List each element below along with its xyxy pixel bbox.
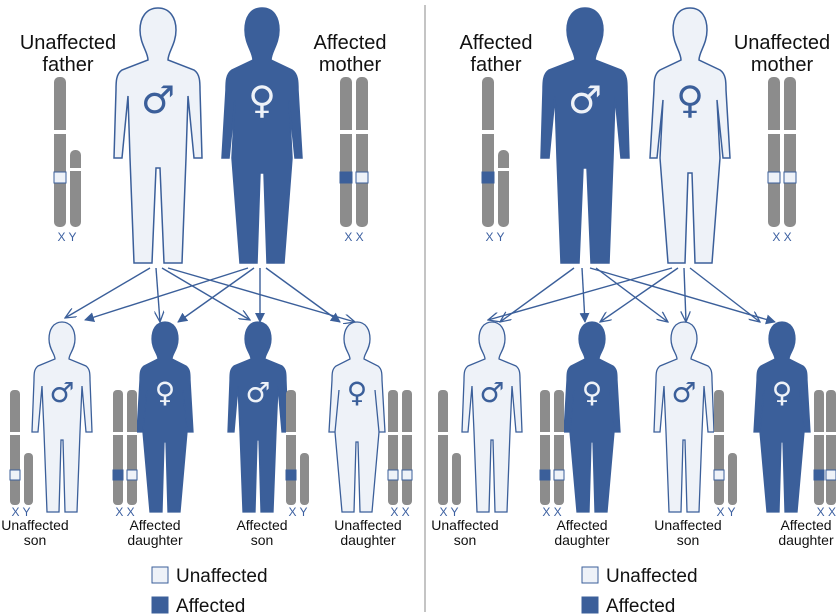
mother-chromosomes: X X <box>768 77 796 244</box>
mother-label-line2: mother <box>319 54 382 76</box>
child3-chrom-label: X Y <box>288 505 307 519</box>
female-icon: ♀ <box>676 78 704 122</box>
mother-arrows <box>85 268 340 322</box>
child1-label-line2: son <box>24 532 47 548</box>
child2-label-line2: daughter <box>554 532 610 548</box>
legend-right: Unaffected Affected <box>582 566 698 615</box>
father-chromosomes: X Y <box>54 77 81 244</box>
father-label-line1: Affected <box>459 32 532 54</box>
male-icon: ♂ <box>671 376 696 409</box>
legend-left: Unaffected Affected <box>152 566 268 615</box>
mother-chromosomes: X X <box>340 77 368 244</box>
father-label-line1: Unaffected <box>20 32 116 54</box>
child1-label-line1: Unaffected <box>431 517 498 533</box>
mother-label-line2: mother <box>751 54 814 76</box>
child2-chromosomes: X X <box>113 390 137 519</box>
child3-label-line2: son <box>677 532 700 548</box>
child-unaffected-son: ♂ <box>32 322 92 512</box>
legend-affected-swatch <box>152 597 168 613</box>
legend-unaffected-swatch <box>152 567 168 583</box>
mother-chrom-label: X X <box>344 230 363 244</box>
child2-chromosomes: X X <box>540 390 564 519</box>
male-icon: ♂ <box>568 78 602 122</box>
child2-label-line1: Affected <box>129 517 180 533</box>
male-icon: ♂ <box>141 78 175 122</box>
mother-figure: ♀ <box>222 8 302 263</box>
male-icon: ♂ <box>245 376 270 409</box>
child2-label-line1: Affected <box>556 517 607 533</box>
mother-label-line1: Unaffected <box>734 32 830 54</box>
father-label-line2: father <box>42 54 93 76</box>
child-affected-daughter: ♀ <box>564 322 620 512</box>
panel-left: Unaffected father Affected mother X Y X … <box>1 8 412 615</box>
father-chromosomes: X Y <box>482 77 509 244</box>
female-icon: ♀ <box>155 376 176 409</box>
female-icon: ♀ <box>582 376 603 409</box>
male-icon: ♂ <box>49 376 74 409</box>
child4-label-line2: daughter <box>340 532 396 548</box>
child1-chromosomes: X Y <box>438 390 461 519</box>
child-unaffected-son: ♂ <box>462 322 522 512</box>
child-affected-son: ♂ <box>228 322 288 512</box>
child4-label-line2: daughter <box>778 532 834 548</box>
legend-unaffected-swatch <box>582 567 598 583</box>
child-affected-daughter: ♀ <box>137 322 193 512</box>
legend-affected-swatch <box>582 597 598 613</box>
mother-label-line1: Affected <box>313 32 386 54</box>
father-figure: ♂ <box>114 8 202 263</box>
child1-label-line1: Unaffected <box>1 517 68 533</box>
child-affected-daughter: ♀ <box>754 322 810 512</box>
father-label-line2: father <box>470 54 521 76</box>
child3-label-line1: Unaffected <box>654 517 721 533</box>
child2-label-line2: daughter <box>127 532 183 548</box>
legend-unaffected-label: Unaffected <box>606 566 698 587</box>
child-unaffected-daughter: ♀ <box>329 322 385 512</box>
legend-affected-label: Affected <box>606 596 675 615</box>
child1-label-line2: son <box>454 532 477 548</box>
male-icon: ♂ <box>479 376 504 409</box>
father-chrom-label: X Y <box>57 230 76 244</box>
child-unaffected-son: ♂ <box>654 322 714 512</box>
child1-chromosomes: X Y <box>10 390 33 519</box>
child4-chromosomes: X X <box>814 390 836 519</box>
child4-chromosomes: X X <box>388 390 412 519</box>
female-icon: ♀ <box>772 376 793 409</box>
mother-arrows <box>488 268 760 322</box>
mother-chrom-label: X X <box>772 230 791 244</box>
father-figure: ♂ <box>541 8 629 263</box>
child4-label-line1: Affected <box>780 517 831 533</box>
panel-right: Affected father Unaffected mother X Y X … <box>431 8 836 615</box>
child3-label-line2: son <box>251 532 274 548</box>
mother-figure: ♀ <box>650 8 730 263</box>
child3-chromosomes: X Y <box>714 390 737 519</box>
legend-unaffected-label: Unaffected <box>176 566 268 587</box>
female-icon: ♀ <box>347 376 368 409</box>
legend-affected-label: Affected <box>176 596 245 615</box>
child3-chromosomes: X Y <box>286 390 309 519</box>
father-arrows <box>65 268 355 322</box>
father-chrom-label: X Y <box>485 230 504 244</box>
child4-label-line1: Unaffected <box>334 517 401 533</box>
female-icon: ♀ <box>248 78 276 122</box>
child3-label-line1: Affected <box>236 517 287 533</box>
